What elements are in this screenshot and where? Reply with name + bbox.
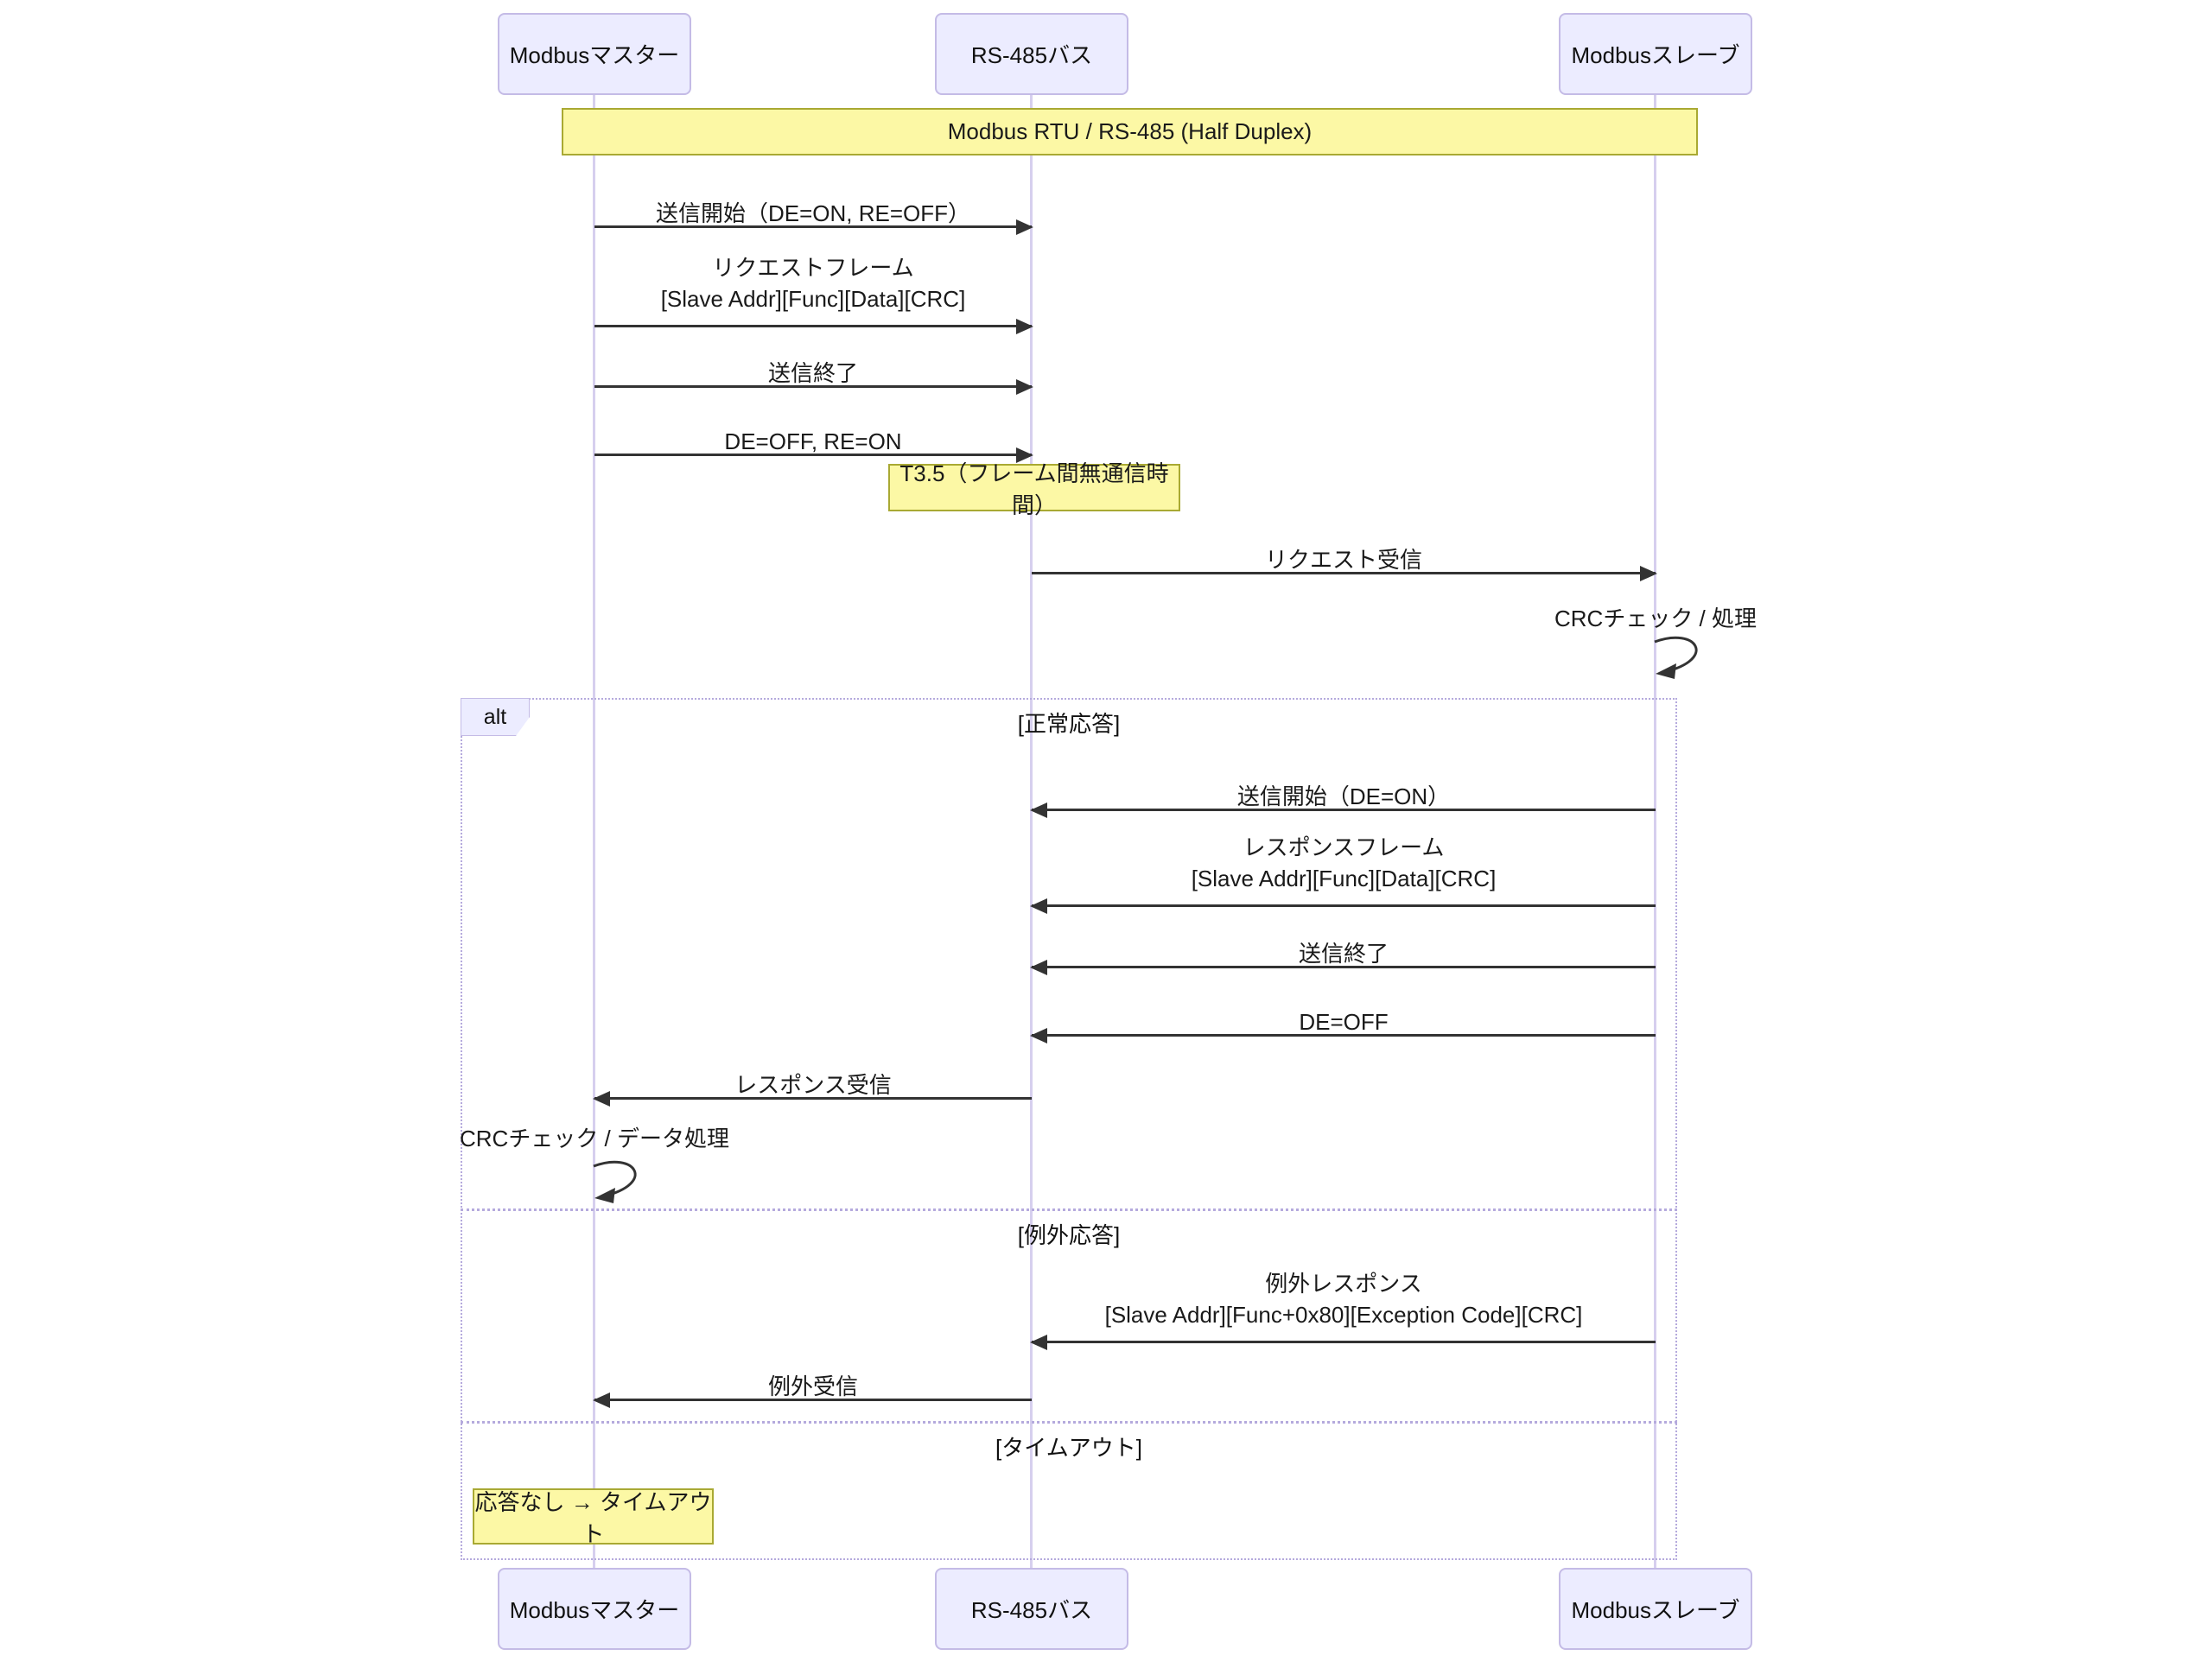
message-arrow: [1032, 1034, 1656, 1037]
message-label: 送信終了: [1298, 941, 1389, 967]
message-arrow: [1032, 809, 1656, 811]
actor-master-bottom: Modbusマスター: [498, 1568, 691, 1650]
actor-bus-top: RS-485バス: [935, 13, 1128, 95]
message-label: 例外受信: [767, 1373, 858, 1399]
alt-condition-normal: [正常応答]: [1017, 711, 1121, 737]
message-label: リクエストフレーム [Slave Addr][Func][Data][CRC]: [660, 255, 966, 312]
self-loop-icon: [593, 1160, 637, 1203]
actor-slave-top: Modbusスレーブ: [1559, 13, 1752, 95]
message-arrow: [1032, 904, 1656, 907]
message-label: DE=OFF, RE=ON: [724, 428, 902, 454]
alt-divider: [461, 1421, 1677, 1424]
alt-frame: [461, 698, 1677, 1560]
lifeline-master: [593, 95, 595, 1568]
message-arrow: [594, 1097, 1032, 1100]
message-label: 例外レスポンス [Slave Addr][Func+0x80][Exceptio…: [1104, 1271, 1583, 1328]
actor-slave-bottom: Modbusスレーブ: [1559, 1568, 1752, 1650]
actor-master-top: Modbusマスター: [498, 13, 691, 95]
actor-bus-bottom: RS-485バス: [935, 1568, 1128, 1650]
message-arrow: [594, 385, 1032, 388]
message-label: DE=OFF: [1299, 1009, 1389, 1035]
message-label: 送信開始（DE=ON）: [1236, 783, 1451, 809]
message-arrow: [1032, 966, 1656, 968]
message-arrow: [594, 325, 1032, 327]
alt-condition-exception: [例外応答]: [1017, 1222, 1121, 1248]
message-label: 送信開始（DE=ON, RE=OFF）: [655, 200, 971, 226]
message-arrow: [594, 454, 1032, 456]
message-arrow: [1032, 1341, 1656, 1343]
note-timeout: 応答なし → タイムアウト: [473, 1488, 714, 1547]
note-t35-silence: T3.5（フレーム間無通信時間）: [888, 460, 1180, 518]
message-arrow: [594, 225, 1032, 228]
self-message-label: CRCチェック / 処理: [1554, 606, 1757, 631]
alt-label: alt: [461, 698, 530, 736]
lifeline-slave: [1654, 95, 1656, 1568]
message-arrow: [1032, 572, 1656, 574]
note-protocol-title: Modbus RTU / RS-485 (Half Duplex): [562, 108, 1698, 155]
self-loop-icon: [1654, 636, 1698, 679]
alt-divider: [461, 1208, 1677, 1211]
message-label: 送信終了: [767, 360, 858, 386]
message-label: レスポンスフレーム [Slave Addr][Func][Data][CRC]: [1191, 834, 1497, 891]
self-message-label: CRCチェック / データ処理: [459, 1126, 729, 1151]
message-arrow: [594, 1399, 1032, 1401]
message-label: レスポンス受信: [734, 1072, 892, 1098]
alt-condition-timeout: [タイムアウト]: [995, 1435, 1142, 1461]
message-label: リクエスト受信: [1264, 547, 1422, 573]
lifeline-bus: [1030, 95, 1033, 1568]
